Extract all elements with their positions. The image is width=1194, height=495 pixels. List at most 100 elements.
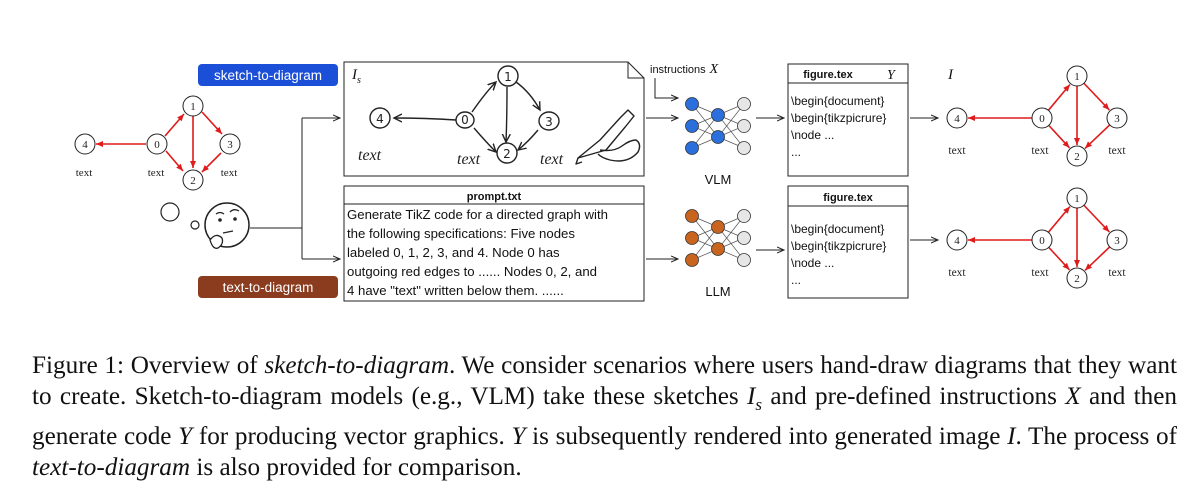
node-label: 1 [1074,71,1080,83]
node-label: 4 [954,113,960,125]
node-text: text [148,167,165,179]
node-2 [1066,267,1088,289]
caption-segment: for producing vector graphics. [192,422,512,450]
node-4 [74,133,96,155]
vlm-neuron [711,130,725,144]
edge-3-2 [1084,246,1111,272]
edge-1-3 [1083,204,1110,233]
node-label: 0 [1039,235,1045,247]
sketch-node-3 [538,111,560,131]
node-text: text [221,167,238,179]
badge-label: text-to-diagram [223,280,314,295]
sketch-to-diagram-badge: sketch-to-diagram [198,64,338,86]
llm-network [685,209,751,267]
llm-label: LLM [705,284,730,299]
sketch-node-label: 0 [461,113,469,127]
vlm-neuron [685,119,699,133]
vlm-neuron [711,108,725,122]
vlm-neuron [685,97,699,111]
llm-neuron [711,242,725,256]
sketch-text: text [457,151,481,168]
sketch-edge-0-2 [473,127,496,152]
overview-figure: 4 0 1 3 2 text text text sketch-to-diagr… [74,61,1128,302]
prompt-line: 4 have "text" written below them. ...... [347,283,564,298]
node-1 [1066,65,1088,87]
node-4 [946,107,968,129]
caption-segment: Y [511,422,526,450]
node-label: 2 [1074,151,1080,163]
vlm-neuron [685,141,699,155]
sketch-edge-0-1 [471,82,496,113]
node-label: 1 [190,101,196,113]
caption-segment: is also provided for comparison. [190,453,522,481]
edge-0-2 [1048,124,1071,149]
caption-segment: and pre-defined instructions [762,383,1066,411]
node-text: text [948,145,966,157]
caption-segment: is subsequently rendered into generated … [525,422,1008,450]
caption-segment: Y [178,422,193,450]
node-2 [1066,145,1088,167]
output-symbol: Y [887,68,897,83]
llm-neuron [685,253,699,267]
sketch-text: text [358,147,382,164]
caption-segment: s [755,395,763,415]
tex-line: ... [791,273,801,287]
tex-line: \node ... [791,128,834,142]
node-label: 3 [1114,235,1120,247]
vlm-neuron [737,119,751,133]
vlm-label: VLM [705,172,732,187]
sketch-edge-0-4 [394,118,457,120]
edge-1-3 [201,111,223,135]
node-label: 1 [1074,193,1080,205]
node-label: 0 [154,139,160,151]
llm-neuron [685,209,699,223]
caption-segment: and then generate code [32,383,1177,450]
prompt-title: prompt.txt [467,191,522,203]
sketch-node-1 [497,65,519,87]
caption-segment: Overview of [124,352,265,379]
caption-segment: text-to-diagram [32,453,191,481]
tex-line: \begin{tikzpicrure} [791,111,886,125]
net-connection [717,215,745,250]
llm-neuron [737,209,751,223]
thinking-user-icon [160,202,250,249]
llm-neuron [737,253,751,267]
text-to-diagram-badge: text-to-diagram [198,276,338,298]
input-graph: 4 0 1 3 2 text text text [74,95,241,191]
node-3 [219,133,241,155]
sketch-node-0 [455,111,475,129]
edge-0-1 [1047,83,1071,111]
net-connection [691,226,719,261]
sketch-symbol: Is [351,67,361,86]
node-0 [1031,107,1053,129]
caption-segment: I [1007,422,1016,450]
prompt-document: prompt.txt Generate TikZ code for a dire… [343,185,645,302]
edge-0-2 [165,150,184,172]
tex-line: \begin{document} [791,222,884,236]
vlm-neuron [737,141,751,155]
tex-title: figure.tex [803,69,853,81]
edge-3-2 [201,152,222,173]
sketch-node-4 [369,107,391,129]
net-connection [691,114,719,149]
llm-neuron [711,220,725,234]
sketch-node-label: 3 [545,115,553,129]
badge-label: sketch-to-diagram [214,68,322,83]
caption-segment: . The process of [1015,422,1177,450]
llm-neuron [685,231,699,245]
tex-line: ... [791,145,801,159]
tex-line: \begin{tikzpicrure} [791,239,886,253]
sketch-document: Is 4 0 1 2 3 text text text [343,61,645,177]
caption-label: Figure 1: [32,352,125,379]
vlm-neuron [737,97,751,111]
prompt-line: the following specifications: Five nodes [347,226,575,241]
node-text: text [1031,145,1049,157]
sketch-node-2 [496,142,518,164]
node-label: 4 [954,235,960,247]
node-text: text [948,267,966,279]
node-label: 2 [190,175,196,187]
figure-caption: Figure 1: Overview of sketch-to-diagram.… [32,350,1177,483]
